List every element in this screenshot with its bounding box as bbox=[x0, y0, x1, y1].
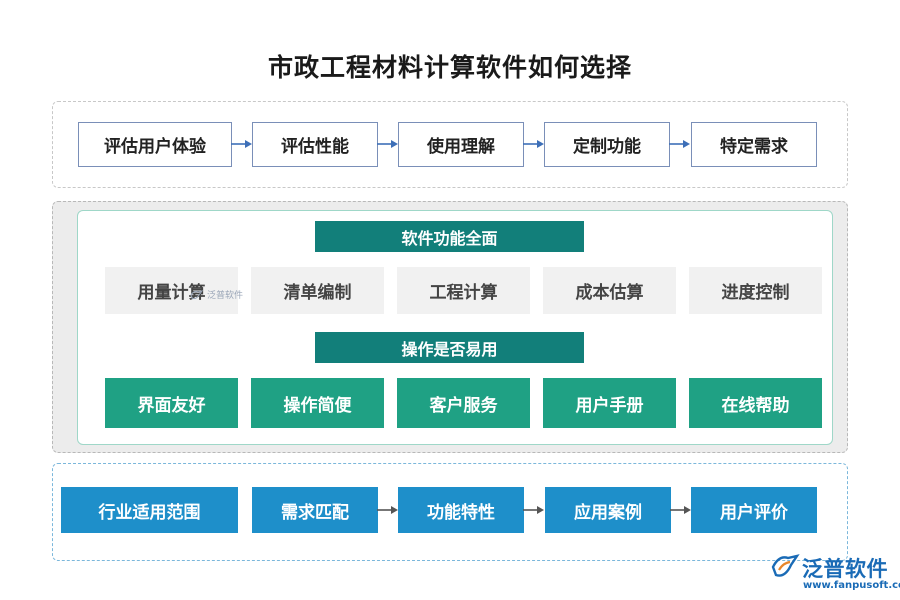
watermark-logo-icon bbox=[190, 289, 204, 299]
step-feature-characteristics: 功能特性 bbox=[398, 487, 524, 533]
watermark-text: 泛普软件 bbox=[207, 291, 244, 301]
usability-user-manual: 用户手册 bbox=[543, 378, 676, 428]
usability-simple-operation: 操作简便 bbox=[251, 378, 384, 428]
step-evaluate-performance: 评估性能 bbox=[252, 122, 378, 167]
watermark: 泛普软件 bbox=[190, 288, 243, 301]
arrow-right-icon bbox=[523, 140, 544, 148]
fanpu-logo-icon bbox=[771, 554, 800, 577]
arrow-right-icon bbox=[231, 140, 252, 148]
step-industry-scope: 行业适用范围 bbox=[61, 487, 238, 533]
usability-friendly-ui: 界面友好 bbox=[105, 378, 238, 428]
step-evaluate-user-experience: 评估用户体验 bbox=[78, 122, 232, 167]
header-ease-of-use: 操作是否易用 bbox=[315, 332, 584, 363]
usability-online-help: 在线帮助 bbox=[689, 378, 822, 428]
feature-cost-estimate: 成本估算 bbox=[543, 267, 676, 314]
arrow-right-icon bbox=[669, 140, 690, 148]
arrow-right-icon bbox=[377, 140, 398, 148]
step-usage-understanding: 使用理解 bbox=[398, 122, 524, 167]
feature-bill-compilation: 清单编制 bbox=[251, 267, 384, 314]
page-title: 市政工程材料计算软件如何选择 bbox=[267, 53, 632, 82]
step-custom-features: 定制功能 bbox=[544, 122, 670, 167]
arrow-right-icon bbox=[523, 506, 544, 514]
step-needs-matching: 需求匹配 bbox=[252, 487, 378, 533]
arrow-right-icon bbox=[377, 506, 398, 514]
feature-engineering-calc: 工程计算 bbox=[397, 267, 530, 314]
brand-logo: 泛普软件 www.fanpusoft.com bbox=[770, 551, 900, 596]
feature-schedule-control: 进度控制 bbox=[689, 267, 822, 314]
step-specific-needs: 特定需求 bbox=[691, 122, 817, 167]
usability-customer-service: 客户服务 bbox=[397, 378, 530, 428]
logo-url: www.fanpusoft.com bbox=[803, 580, 900, 591]
logo-name: 泛普软件 bbox=[802, 557, 888, 581]
header-complete-features: 软件功能全面 bbox=[315, 221, 584, 252]
step-application-cases: 应用案例 bbox=[545, 487, 671, 533]
step-user-reviews: 用户评价 bbox=[691, 487, 817, 533]
arrow-right-icon bbox=[670, 506, 691, 514]
feature-quantity-calc: 用量计算 bbox=[105, 267, 238, 314]
